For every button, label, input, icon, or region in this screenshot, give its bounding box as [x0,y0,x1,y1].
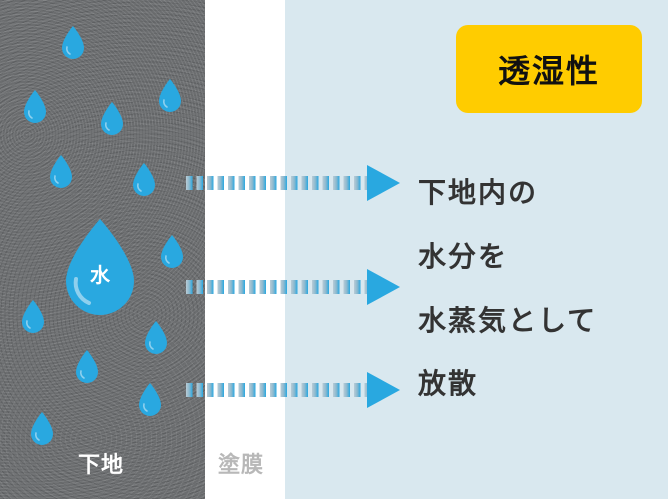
dashed-arrow-icon [186,370,400,410]
water-drop-icon [158,79,182,113]
water-label: 水 [90,263,110,287]
water-drop-icon [66,219,134,315]
description-line: 水分を [418,240,509,273]
big-water-drop: 水 [64,219,136,315]
description-line: 下地内の [418,176,539,209]
dashed-arrow-icon [186,267,400,307]
coating-label: 塗膜 [218,453,265,478]
water-drop-icon [138,383,162,417]
dashed-arrow-icon [186,163,400,203]
water-drop-icon [100,102,124,136]
description-line: 放散 [418,367,479,400]
water-drop-icon [30,412,54,446]
water-drop-icon [144,321,168,355]
water-drop-icon [132,163,156,197]
water-drop-icon [49,155,73,189]
water-drop-icon [75,350,99,384]
title-badge: 透湿性 [456,25,642,113]
description-line: 水蒸気として [418,304,598,337]
water-drop-icon [21,300,45,334]
substrate-label: 下地 [78,453,125,478]
water-drop-icon [23,90,47,124]
coating-panel [205,0,285,499]
water-drop-icon [160,235,184,269]
water-drop-icon [61,26,85,60]
